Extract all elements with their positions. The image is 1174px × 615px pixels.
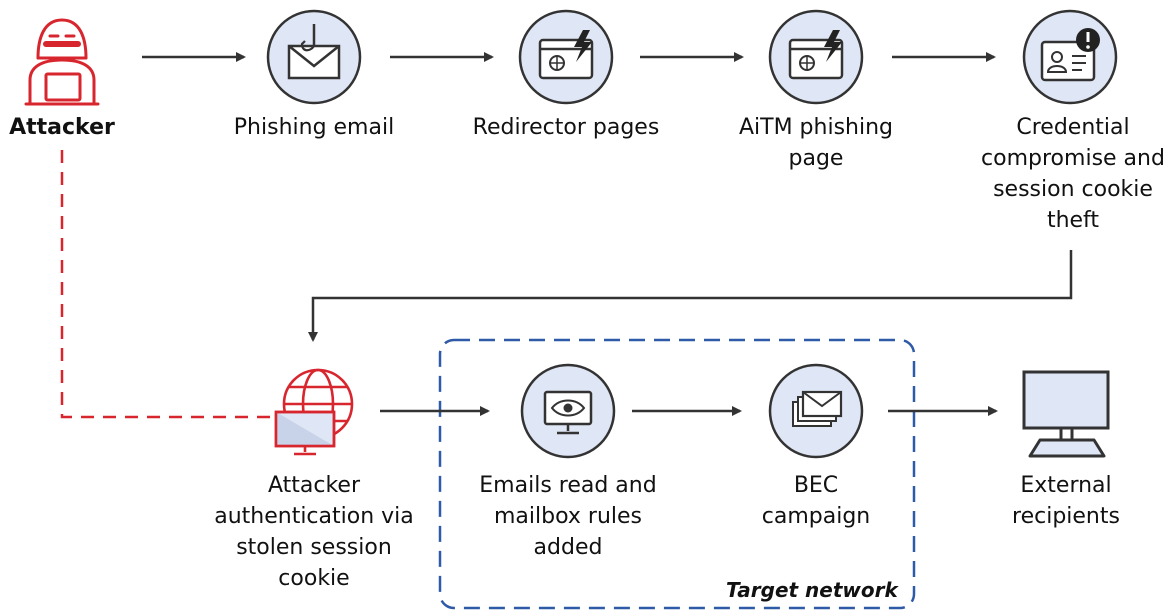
- node-label-credential: Credential compromise and session cookie…: [978, 112, 1168, 236]
- eye-monitor-icon: [520, 363, 616, 459]
- attacker-dashed-link: [60, 150, 275, 419]
- bec-line-1: BEC: [793, 473, 839, 498]
- globe-monitor-icon: [274, 368, 354, 456]
- browser-lightning-icon: [518, 9, 614, 105]
- hooked-envelope-icon: [266, 9, 362, 105]
- auth-line-4: cookie: [278, 566, 350, 591]
- aitm-line-1: AiTM phishing: [738, 115, 894, 140]
- credential-line-1: Credential: [1016, 115, 1130, 140]
- credential-line-3: session cookie: [993, 177, 1153, 202]
- external-line-1: External: [1020, 473, 1112, 498]
- emails-line-3: added: [533, 535, 603, 560]
- target-network-label: Target network: [726, 578, 898, 602]
- auth-line-1: Attacker: [267, 473, 361, 498]
- auth-line-3: stolen session: [236, 535, 392, 560]
- bec-line-2: campaign: [761, 504, 871, 529]
- hooded-attacker-icon: [24, 18, 100, 106]
- auth-line-2: authentication via: [214, 504, 414, 529]
- node-label-phishing-email: Phishing email: [233, 115, 395, 140]
- node-label-emails-read: Emails read and mailbox rules added: [466, 470, 670, 563]
- target-network-box: [438, 338, 916, 610]
- node-label-bec: BEC campaign: [746, 470, 886, 532]
- credential-line-4: theft: [1046, 208, 1100, 233]
- node-label-external: External recipients: [996, 470, 1136, 532]
- node-label-aitm: AiTM phishing page: [706, 112, 926, 174]
- node-label-redirector-pages: Redirector pages: [472, 115, 660, 140]
- desktop-monitor-icon: [1022, 370, 1110, 458]
- credential-line-2: compromise and: [981, 146, 1165, 171]
- node-label-attacker-auth: Attacker authentication via stolen sessi…: [214, 470, 414, 594]
- stacked-envelopes-icon: [768, 363, 864, 459]
- node-label-attacker: Attacker: [9, 115, 115, 140]
- browser-lightning-icon: [768, 9, 864, 105]
- external-line-2: recipients: [1012, 504, 1120, 529]
- emails-line-2: mailbox rules: [494, 504, 642, 529]
- emails-line-1: Emails read and: [479, 473, 657, 498]
- id-card-alert-icon: [1022, 9, 1118, 105]
- aitm-line-2: page: [788, 146, 844, 171]
- arrow-credential-to-auth: [308, 250, 1073, 342]
